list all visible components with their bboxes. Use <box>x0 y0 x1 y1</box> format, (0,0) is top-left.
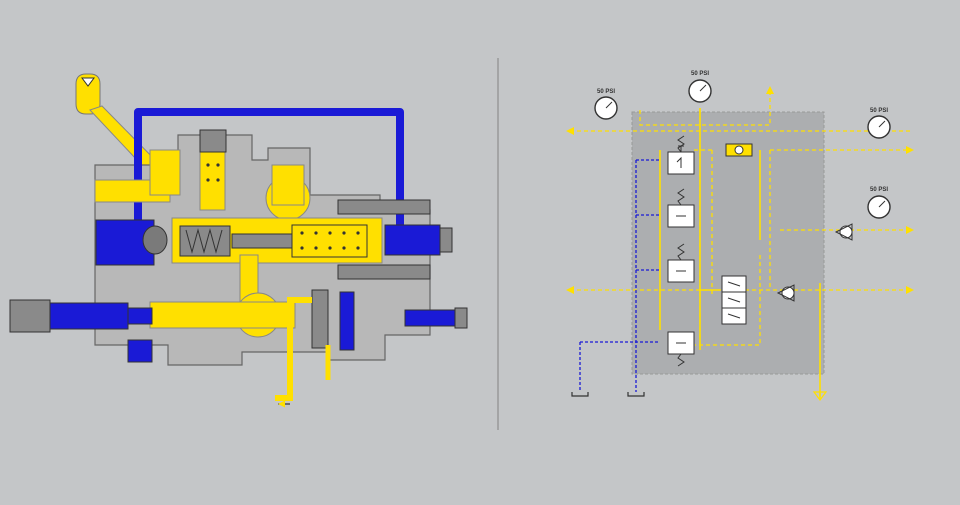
needle-screw-upper <box>337 199 431 215</box>
tank-symbol-right <box>627 392 645 397</box>
return-chamber-right <box>384 224 441 256</box>
spool-land <box>291 224 368 258</box>
solenoid-left-housing <box>9 299 51 333</box>
valve-springs <box>677 135 685 367</box>
pressure-lines <box>659 108 821 400</box>
valve-element-3 <box>667 259 695 283</box>
check-valve-upper <box>834 223 853 241</box>
relief-valve-right <box>339 291 355 351</box>
outlet-pipe <box>275 297 312 401</box>
spool-body <box>231 233 293 249</box>
pressure-channel-lower <box>149 301 296 329</box>
schematic: 50 PSI 50 PSI 50 PSI 50 PSI <box>566 71 914 401</box>
relief-valve-left <box>311 289 329 349</box>
solenoid-right-end <box>454 307 468 329</box>
reservoir-symbol <box>81 77 95 87</box>
plug-dot-2 <box>216 163 220 167</box>
plug-dot-4 <box>216 178 220 182</box>
needle-screw-lower <box>337 264 431 280</box>
directional-valve <box>721 275 747 325</box>
gauge-4: 50 PSI <box>867 187 891 219</box>
tank-symbol-bottom <box>812 391 828 401</box>
tank-symbol-left <box>571 392 589 397</box>
right-end-cap <box>439 227 453 253</box>
check-valve-lower <box>776 284 795 302</box>
solenoid-left-coil <box>49 302 129 330</box>
pressure-chamber-stem <box>271 164 305 206</box>
gauge-1: 50 PSI <box>594 89 618 120</box>
valve-element-2 <box>667 204 695 228</box>
plug-dot-3 <box>206 178 210 182</box>
solenoid-right-coil <box>404 309 456 327</box>
pressure-port-top <box>149 149 181 196</box>
valve-cutaway <box>9 73 468 408</box>
solenoid-left-nut <box>127 339 153 363</box>
spool <box>179 225 231 257</box>
flow-arrows <box>566 86 914 294</box>
shuttle-valve <box>725 143 753 157</box>
schematic-panel-border <box>631 111 825 375</box>
valve-element-4 <box>667 331 695 355</box>
reservoir-tank <box>75 73 101 115</box>
return-line-loop <box>134 108 404 228</box>
return-lines <box>579 159 660 392</box>
gauge-2: 50 PSI <box>688 71 712 103</box>
top-plug <box>199 129 227 153</box>
gauge-1-label: 50 PSI <box>597 89 615 95</box>
gauge-3: 50 PSI <box>867 108 891 139</box>
plug-dot-1 <box>206 163 210 167</box>
pressure-column <box>199 149 226 211</box>
gauge-3-label: 50 PSI <box>870 108 888 114</box>
solenoid-left-plunger <box>127 307 153 325</box>
gauge-4-label: 50 PSI <box>870 187 888 193</box>
spool-spring <box>185 228 223 254</box>
piston-end <box>142 225 168 255</box>
spool-land-dots <box>300 231 360 250</box>
gauge-2-label: 50 PSI <box>691 71 709 77</box>
